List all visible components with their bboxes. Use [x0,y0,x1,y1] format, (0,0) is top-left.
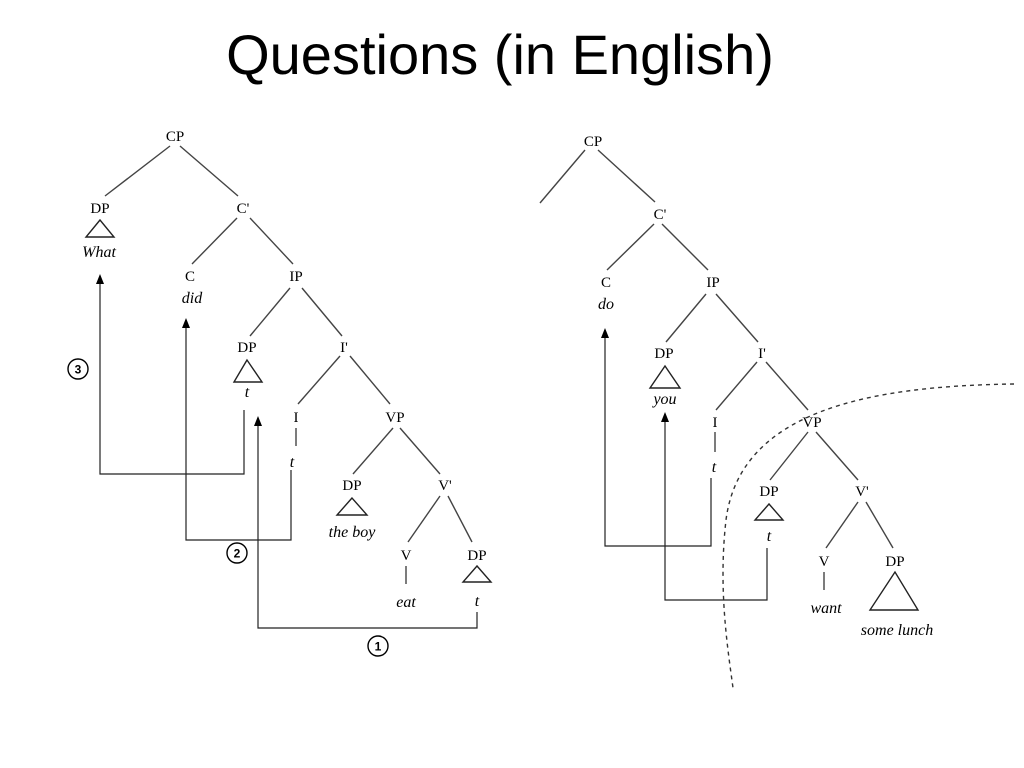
branch [715,361,758,411]
branch [349,355,391,405]
arrowhead [96,274,104,284]
branch [104,145,171,197]
step-badge-2 [226,542,248,564]
branch [191,217,238,265]
node-vp: VP [385,410,404,426]
node-vp: VP [802,415,821,431]
node-v: V [819,554,830,570]
node-c: C [185,269,195,285]
node-v: V [401,548,412,564]
slide-title: Questions (in English) [226,23,774,86]
node-ibar: I' [758,346,766,362]
trace-i: t [712,459,717,476]
words-some-lunch: some lunch [861,622,933,639]
branch [769,431,809,481]
triangle [753,502,785,521]
movement-path-vp-to-ip [664,422,768,601]
branch [297,355,341,405]
word-do: do [598,296,614,313]
node-cp: CP [166,129,184,145]
branch [765,361,809,411]
branch [249,217,294,265]
branch [407,495,441,543]
node-cbar: C' [654,207,667,223]
branch [597,149,656,203]
node-c: C [601,275,611,291]
words-the-boy: the boy [329,524,377,541]
trace-subj: t [245,384,250,401]
tree-2: CP C' C do IP DP you I' I t VP DP t V' V… [539,134,1015,689]
branch [606,223,655,271]
arrowhead [182,318,190,328]
node-vbar: V' [438,478,452,494]
node-cbar: C' [237,201,250,217]
node-dp-vp: DP [759,484,778,500]
branch [447,495,473,543]
arrowhead [254,416,262,426]
branch [661,223,709,271]
node-dp-obj: DP [467,548,486,564]
node-cp: CP [584,134,602,150]
branch [825,501,859,549]
branch [179,145,239,197]
triangle [84,218,116,238]
step-number-2: 2 [234,547,241,561]
trace-vp: t [767,528,772,545]
arrowhead [661,412,669,422]
node-dp-obj: DP [885,554,904,570]
node-i: I [294,410,299,426]
node-ip: IP [706,275,719,291]
movement-path-1 [257,426,478,629]
branch [249,287,291,337]
movement-path-3 [99,284,245,475]
branch [715,293,759,343]
word-eat: eat [396,594,416,611]
node-ip: IP [289,269,302,285]
triangle [648,364,682,389]
branch [665,293,707,343]
branch [539,149,586,204]
branch [301,287,343,337]
trace-obj: t [475,593,480,610]
movement-path-i-to-c [604,338,712,547]
node-dp-subj: DP [237,340,256,356]
movement-path-2 [185,328,292,541]
word-did: did [182,290,203,307]
triangle [232,358,264,383]
node-dp-spec: DP [90,201,109,217]
triangle [461,564,493,583]
trace-i: t [290,454,295,471]
branch [352,427,394,475]
word-you: you [651,391,676,408]
triangle [335,496,369,516]
branch [399,427,441,475]
tree-1: CP DP What C' C did IP DP t I' I t VP DP… [67,129,493,657]
branch [815,431,859,481]
step-number-1: 1 [375,640,382,654]
node-dp-vp: DP [342,478,361,494]
arrowhead [601,328,609,338]
branch [865,501,894,549]
node-dp-subj: DP [654,346,673,362]
node-ibar: I' [340,340,348,356]
step-badge-1 [367,635,389,657]
step-number-3: 3 [75,363,82,377]
triangle [868,570,920,611]
step-badge-3 [67,358,89,380]
node-vbar: V' [855,484,869,500]
word-what: What [82,244,116,261]
node-i: I [713,415,718,431]
word-want: want [810,600,842,617]
